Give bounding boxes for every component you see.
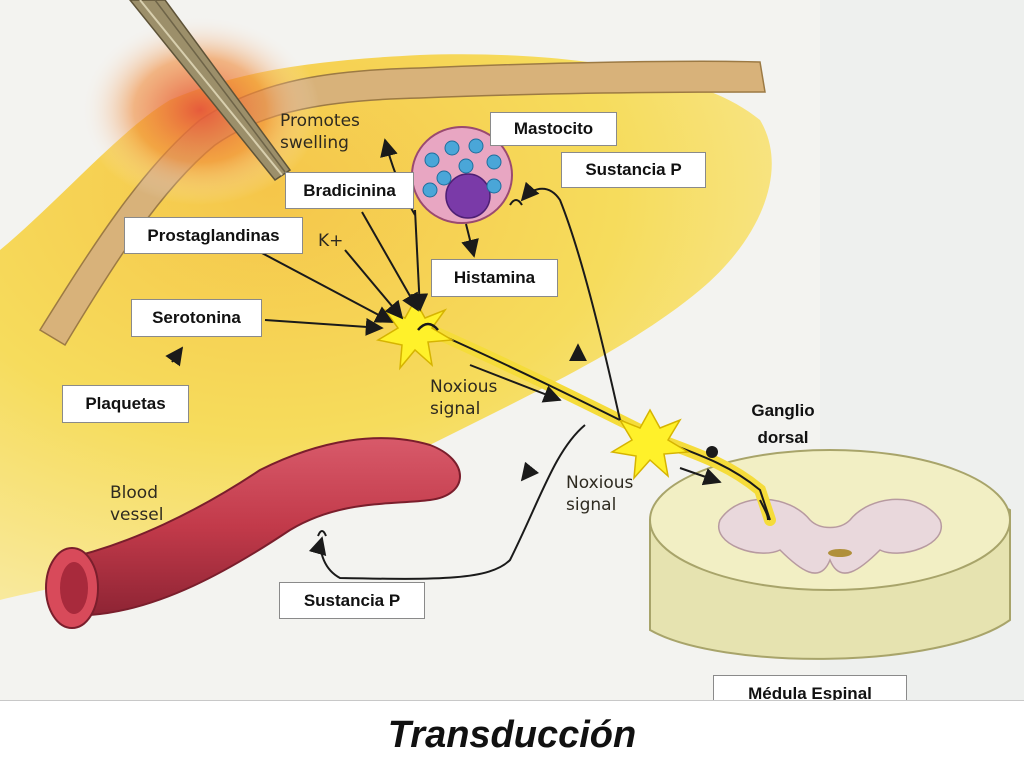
swelling-line: swelling <box>280 133 349 153</box>
promotes-line: Promotes <box>280 111 360 131</box>
ganglion-cell-icon <box>706 446 718 458</box>
signal-line: signal <box>430 399 481 419</box>
label-plaquetas: Plaquetas <box>62 385 189 423</box>
spark-icon <box>609 408 691 481</box>
noxious-signal-text-2: Noxious signal <box>566 472 633 516</box>
blood-vessel-icon <box>45 437 461 629</box>
label-sustancia-p-bottom: Sustancia P <box>279 582 425 619</box>
label-serotonina: Serotonina <box>131 299 262 337</box>
receptor-ending-icon <box>317 530 327 537</box>
nociception-diagram <box>0 0 1011 660</box>
receptor-ending-icon <box>509 199 523 206</box>
page-title: Transducción <box>387 713 637 756</box>
noxious-line: Noxious <box>430 377 498 397</box>
spinal-cord-icon <box>649 449 1011 660</box>
potassium-label: K+ <box>318 231 344 251</box>
noxious-line: Noxious <box>566 473 634 493</box>
blood-vessel-text: Blood vessel <box>110 482 163 526</box>
noxious-signal-text-1: Noxious signal <box>430 376 497 420</box>
signal-line: signal <box>566 495 617 515</box>
label-ganglio-dorsal: Ganglio dorsal <box>728 397 838 451</box>
blood-line: Blood <box>110 483 158 503</box>
promotes-swelling-text: Promotes swelling <box>280 110 360 154</box>
label-bradicinina: Bradicinina <box>285 172 414 209</box>
needle-icon <box>129 0 292 182</box>
label-prostaglandinas: Prostaglandinas <box>124 217 303 254</box>
mast-cell-icon <box>411 126 513 224</box>
title-bar: Transducción <box>0 700 1024 769</box>
vessel-line: vessel <box>110 505 164 525</box>
dorsal-line: dorsal <box>757 428 809 447</box>
signal-arrows <box>165 138 769 580</box>
receptor-ending-icon <box>417 322 439 331</box>
label-mastocito: Mastocito <box>490 112 617 146</box>
label-sustancia-p-top: Sustancia P <box>561 152 706 188</box>
ganglio-line: Ganglio <box>751 401 815 420</box>
label-histamina: Histamina <box>431 259 558 297</box>
